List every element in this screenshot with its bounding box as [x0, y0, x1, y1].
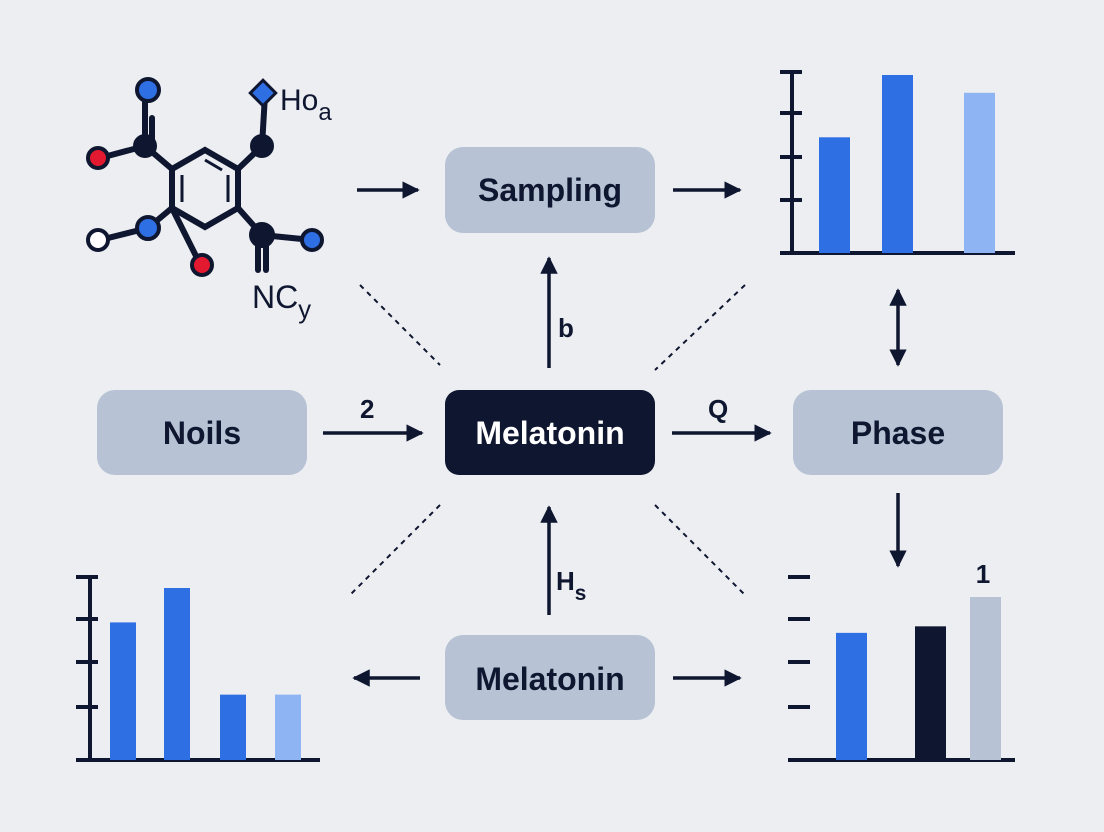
chart-top-right [819, 75, 995, 253]
bar-bottom-left-1 [110, 622, 136, 760]
node-melatonin-center[interactable]: Melatonin [445, 390, 655, 475]
arrow-up-label: b [558, 313, 574, 343]
node-phase[interactable]: Phase [793, 390, 1003, 475]
dashed-connectors [349, 284, 746, 596]
node-melatonin-bottom[interactable]: Melatonin [445, 635, 655, 720]
molecule-bottom-label: NCy [252, 279, 311, 324]
bar-bottom-right-1 [836, 632, 867, 760]
bar-bottom-right-2 [915, 626, 946, 760]
bar-bottom-right-3 [970, 597, 1001, 760]
bar-top-right-2 [882, 75, 913, 253]
node-noils-label: Noils [163, 415, 241, 451]
node-noils[interactable]: Noils [97, 390, 307, 475]
arrow-bottom-label: Hs [556, 566, 586, 605]
node-melatonin-center-label: Melatonin [475, 415, 624, 451]
node-melatonin-bottom-label: Melatonin [475, 661, 624, 697]
node-phase-label: Phase [851, 415, 945, 451]
bar-bottom-left-2 [164, 588, 190, 760]
node-sampling-label: Sampling [478, 172, 622, 208]
bar-top-right-1 [819, 137, 850, 253]
chart-bottom-left [110, 588, 301, 760]
bar-top-right-3 [964, 92, 995, 253]
chart-bottom-right [836, 597, 1001, 760]
bar-bottom-left-3 [220, 694, 246, 760]
molecule-icon [86, 77, 324, 277]
node-sampling[interactable]: Sampling [445, 147, 655, 233]
arrows [323, 181, 907, 687]
arrow-phase-label: Q [708, 394, 728, 424]
bar-bottom-left-4 [275, 694, 301, 760]
chart-bottom-right-label: 1 [976, 559, 990, 589]
arrow-noils-label: 2 [360, 394, 374, 424]
molecule-top-label: Hoa [280, 84, 332, 126]
